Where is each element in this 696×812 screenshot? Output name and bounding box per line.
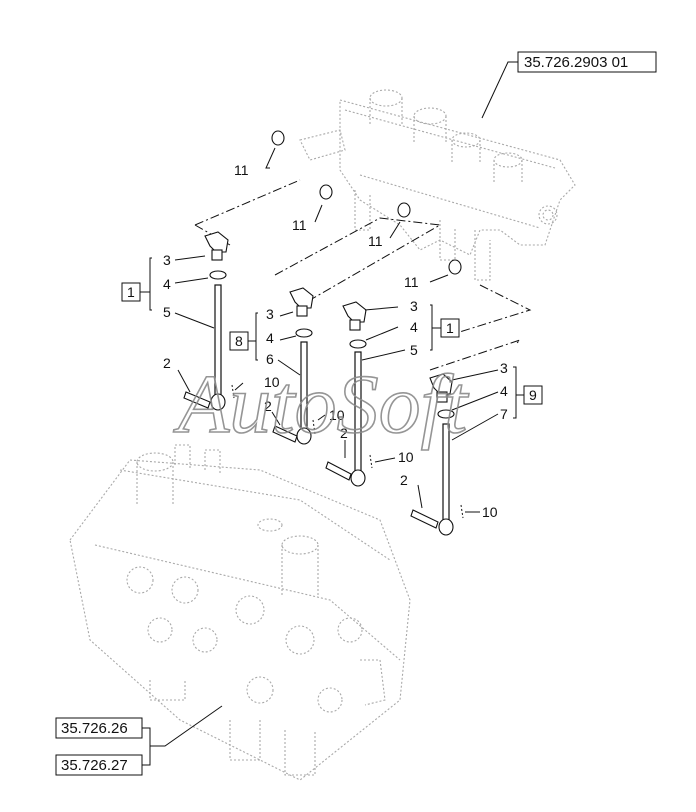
upper-manifold-phantom xyxy=(299,89,576,281)
group-box-middle-label: 8 xyxy=(235,333,243,349)
callout-far-right-bolt: 2 xyxy=(400,472,408,488)
callout-11-b: 11 xyxy=(292,217,307,233)
callout-11-a: 11 xyxy=(234,162,249,178)
callout-right-c: 5 xyxy=(410,342,418,358)
callout-left-pin: 10 xyxy=(264,374,280,390)
far-right-link-assembly: 3 4 7 2 10 9 xyxy=(400,360,543,536)
callout-middle-a: 3 xyxy=(266,306,274,322)
callout-left-b: 4 xyxy=(163,276,171,292)
callout-right-bolt: 2 xyxy=(340,425,348,441)
lower-valve-block-phantom xyxy=(69,444,411,781)
plug-11-a: 11 xyxy=(234,130,285,178)
plug-11-d: 11 xyxy=(404,259,462,290)
callout-far-right-b: 4 xyxy=(500,383,508,399)
reference-top-right[interactable]: 35.726.2903 01 xyxy=(481,51,657,119)
callout-right-b: 4 xyxy=(410,319,418,335)
callout-far-right-pin: 10 xyxy=(482,504,498,520)
callout-middle-bolt: 2 xyxy=(264,398,272,414)
callout-left-c: 5 xyxy=(163,304,171,320)
callout-left-a: 3 xyxy=(163,252,171,268)
group-box-left-label: 1 xyxy=(127,284,135,300)
callout-right-pin: 10 xyxy=(398,449,414,465)
callout-middle-pin: 10 xyxy=(329,407,345,423)
reference-bottom-left: 35.726.26 35.726.27 xyxy=(55,705,223,776)
reference-label-bottom-left-1: 35.726.26 xyxy=(61,720,128,737)
group-box-right-label: 1 xyxy=(446,320,454,336)
middle-link-assembly: 3 4 6 2 10 8 xyxy=(229,287,345,445)
callout-right-a: 3 xyxy=(410,298,418,314)
callout-far-right-a: 3 xyxy=(500,360,508,376)
group-box-far-right-label: 9 xyxy=(529,387,537,403)
right-link-assembly: 3 4 5 2 10 1 xyxy=(325,298,460,487)
callout-11-c: 11 xyxy=(368,233,383,249)
callout-11-d: 11 xyxy=(404,274,419,290)
left-link-assembly: 3 4 5 2 10 1 xyxy=(121,231,280,411)
reference-label-bottom-left-2: 35.726.27 xyxy=(61,757,128,774)
callout-middle-b: 4 xyxy=(266,330,274,346)
callout-left-bolt: 2 xyxy=(163,355,171,371)
callout-far-right-c: 7 xyxy=(500,406,508,422)
watermark-text: AutoSoft xyxy=(173,358,470,451)
plug-11-b: 11 xyxy=(292,184,333,233)
plug-11-c: 11 xyxy=(368,202,411,249)
callout-middle-c: 6 xyxy=(266,351,274,367)
reference-label-top-right: 35.726.2903 01 xyxy=(524,54,628,71)
